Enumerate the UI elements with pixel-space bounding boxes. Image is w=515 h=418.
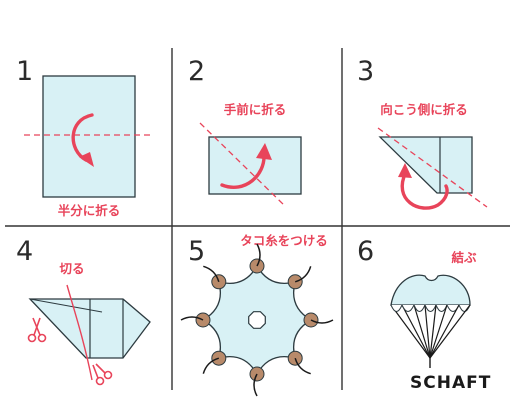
paper-edge — [29, 298, 103, 313]
kite-string — [203, 265, 220, 283]
folded-paper — [378, 136, 473, 194]
paper-sheet — [42, 75, 136, 198]
kite-string — [294, 266, 312, 283]
canopy-gore — [390, 304, 403, 312]
step-number: 1 — [16, 56, 33, 87]
fold-line — [377, 127, 488, 208]
canopy-gore — [401, 304, 415, 312]
kite-string — [256, 243, 261, 267]
scissors-icon — [92, 363, 113, 386]
fold-arrow-icon — [400, 170, 449, 210]
suspension-line — [429, 304, 460, 359]
step-6-panel: 6 結ぶ SCHAFT — [357, 236, 491, 393]
arrowhead-icon — [79, 152, 94, 167]
parachute-strings — [390, 304, 471, 368]
fold-arrow-icon — [220, 153, 266, 189]
step-label: 半分に折る — [58, 203, 121, 218]
center-hole — [248, 311, 266, 329]
kite-string — [202, 357, 220, 374]
scissors-icon — [27, 317, 47, 343]
step-1-panel: 1 半分に折る — [16, 56, 154, 218]
suspension-line — [429, 304, 471, 359]
canopy-gore — [424, 304, 437, 312]
step-number: 2 — [188, 56, 205, 87]
kite-string — [310, 319, 334, 324]
canopy-gore — [413, 304, 426, 312]
step-5-panel: 5 タコ糸をつける — [180, 233, 334, 397]
suspension-line — [429, 304, 448, 359]
step-label: 手前に折る — [224, 102, 287, 117]
suspension-line — [413, 304, 431, 359]
panel-grid — [5, 48, 510, 390]
step-label: タコ糸をつける — [240, 233, 328, 248]
kite-string — [253, 373, 258, 397]
step-number: 4 — [16, 236, 33, 267]
arrowhead-icon — [256, 143, 272, 160]
step-number: 6 — [357, 236, 374, 267]
kite-string — [180, 316, 204, 321]
suspension-line — [424, 304, 431, 359]
brand-logo: SCHAFT — [410, 373, 491, 393]
canopy-gore — [458, 304, 471, 312]
step-label: 切る — [59, 261, 84, 276]
step-4-panel: 4 切る — [16, 236, 151, 386]
parachute-canopy — [390, 274, 471, 306]
step-number: 5 — [188, 236, 205, 267]
step-label: 結ぶ — [451, 250, 477, 265]
step-2-panel: 2 手前に折る — [188, 56, 302, 207]
step-number: 3 — [357, 56, 374, 87]
arrowhead-icon — [398, 163, 412, 178]
kite-string — [294, 357, 311, 375]
step-label: 向こう側に折る — [380, 102, 468, 117]
suspension-line — [429, 304, 437, 359]
suspension-line — [401, 304, 431, 359]
opened-paper-with-strings — [180, 243, 334, 397]
step-3-panel: 3 向こう側に折る — [357, 56, 488, 210]
suspension-line — [390, 304, 431, 359]
cut-line — [66, 284, 93, 381]
